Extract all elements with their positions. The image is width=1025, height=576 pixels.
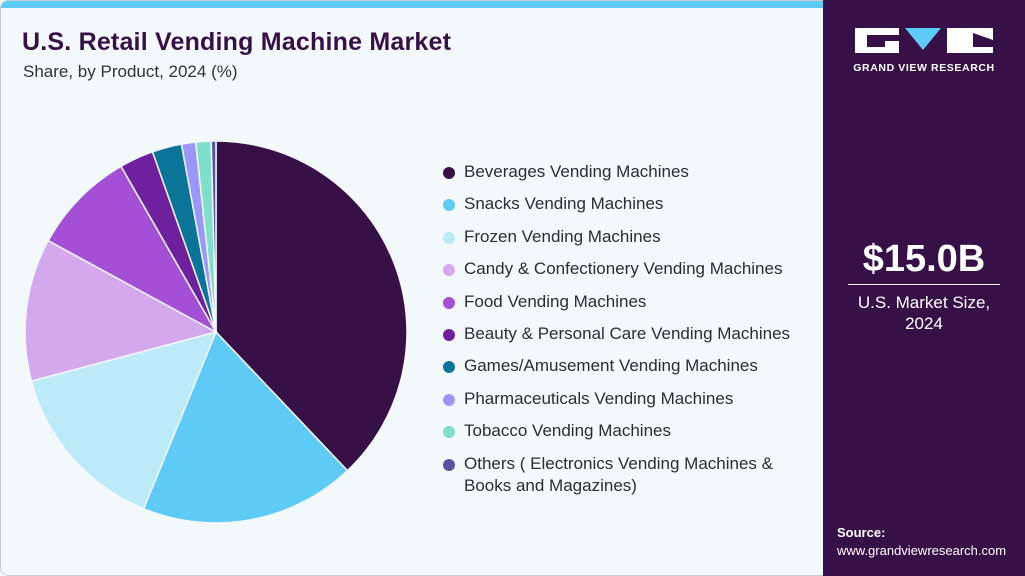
brand-name: GRAND VIEW RESEARCH (853, 62, 995, 74)
source-link[interactable]: www.grandviewresearch.com (837, 543, 1007, 558)
legend-label: Others ( Electronics Vending Machines & … (464, 453, 773, 495)
legend-label: Games/Amusement Vending Machines (464, 356, 758, 376)
legend-label: Food Vending Machines (464, 291, 647, 311)
chart-title: U.S. Retail Vending Machine Market (22, 28, 452, 56)
legend-item: Beauty & Personal Care Vending Machines (443, 323, 824, 355)
legend-item: Frozen Vending Machines (443, 226, 824, 258)
legend-marker-icon (443, 328, 455, 341)
legend-marker-icon (443, 199, 455, 212)
legend-item: Pharmaceuticals Vending Machines (443, 388, 824, 420)
pie-slice (210, 140, 217, 333)
legend-label: Candy & Confectionery Vending Machines (464, 259, 783, 279)
legend-item: Beverages Vending Machines (443, 161, 824, 193)
market-size-value: $15.0B (862, 238, 986, 280)
legend-marker-icon (443, 458, 455, 471)
legend-marker-icon (443, 426, 455, 439)
info-panel: GRAND VIEW RESEARCH $15.0B U.S. Market S… (823, 0, 1025, 576)
pie-slice (30, 330, 218, 510)
legend-item: Games/Amusement Vending Machines (443, 355, 824, 387)
legend-marker-icon (443, 361, 455, 374)
legend-label: Pharmaceuticals Vending Machines (464, 388, 734, 408)
brand-logo: GRAND VIEW RESEARCH (853, 26, 995, 78)
legend-item: Others ( Electronics Vending Machines & … (443, 453, 824, 495)
legend-label: Snacks Vending Machines (464, 194, 664, 214)
chart-subtitle: Share, by Product, 2024 (%) (23, 62, 238, 81)
legend-label: Tobacco Vending Machines (464, 421, 671, 441)
legend-marker-icon (443, 393, 455, 406)
market-size-label-line1: U.S. Market Size, (857, 293, 991, 312)
legend-item: Food Vending Machines (443, 291, 824, 323)
market-size-label-line2: 2024 (905, 314, 943, 333)
legend-item: Candy & Confectionery Vending Machines (443, 258, 824, 290)
legend-label: Frozen Vending Machines (464, 226, 661, 246)
legend-item: Tobacco Vending Machines (443, 420, 824, 452)
gvr-logo-icon (855, 28, 994, 53)
market-size-label: U.S. Market Size, 2024 (823, 292, 1025, 334)
legend-label: Beauty & Personal Care Vending Machines (464, 323, 791, 343)
pie-slice (142, 330, 349, 524)
legend-marker-icon (443, 264, 455, 277)
source-label: Source: (837, 525, 886, 540)
pie-slice (24, 239, 219, 383)
divider (848, 284, 1000, 285)
pie-chart (24, 140, 408, 524)
legend-marker-icon (443, 296, 455, 309)
legend-marker-icon (443, 231, 455, 244)
legend-item: Snacks Vending Machines (443, 193, 824, 225)
legend-marker-icon (443, 167, 455, 179)
pie-slice (47, 165, 218, 334)
pie-slice (215, 140, 408, 472)
legend-label: Beverages Vending Machines (464, 162, 689, 181)
accent-bar (1, 1, 823, 8)
